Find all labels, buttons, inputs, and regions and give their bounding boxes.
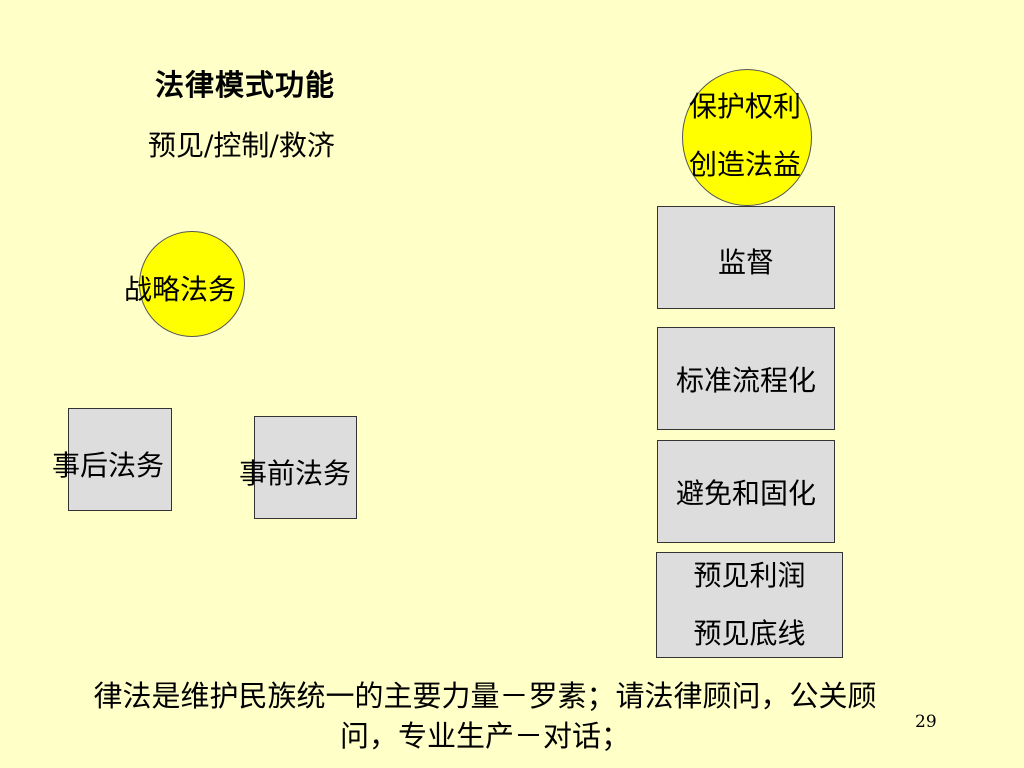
strategy-circle bbox=[139, 231, 245, 337]
supervise-box: 监督 bbox=[657, 206, 835, 309]
avoid-box: 避免和固化 bbox=[657, 440, 835, 543]
before-legal-label: 事前法务 bbox=[239, 457, 352, 490]
rights-line-1: 保护权利 bbox=[688, 90, 801, 123]
strategy-label: 战略法务 bbox=[124, 273, 237, 306]
after-legal-label: 事后法务 bbox=[52, 449, 165, 482]
footer-line-2: 问，专业生产－对话； bbox=[339, 719, 630, 753]
slide-title: 法律模式功能 bbox=[155, 68, 336, 102]
after-legal-box bbox=[68, 408, 172, 511]
page-number: 29 bbox=[915, 712, 937, 732]
forecast-line-1: 预见利润 bbox=[693, 559, 806, 592]
rights-line-2: 创造法益 bbox=[688, 148, 801, 181]
forecast-line-2: 预见底线 bbox=[693, 617, 806, 650]
footer-quote: 律法是维护民族统一的主要力量－罗素；请法律顾问，公关顾 问，专业生产－对话； bbox=[20, 676, 950, 756]
footer-line-1: 律法是维护民族统一的主要力量－罗素；请法律顾问，公关顾 bbox=[93, 679, 877, 713]
supervise-label: 监督 bbox=[717, 246, 774, 279]
rights-circle bbox=[682, 69, 812, 206]
standardize-box: 标准流程化 bbox=[657, 327, 835, 430]
avoid-label: 避免和固化 bbox=[675, 476, 816, 510]
forecast-box: 预见利润 预见底线 bbox=[656, 552, 843, 658]
rights-text: 保护权利 创造法益 bbox=[670, 78, 820, 194]
standardize-label: 标准流程化 bbox=[675, 363, 816, 397]
before-legal-box bbox=[254, 416, 357, 519]
slide-subtitle: 预见/控制/救济 bbox=[148, 129, 335, 162]
